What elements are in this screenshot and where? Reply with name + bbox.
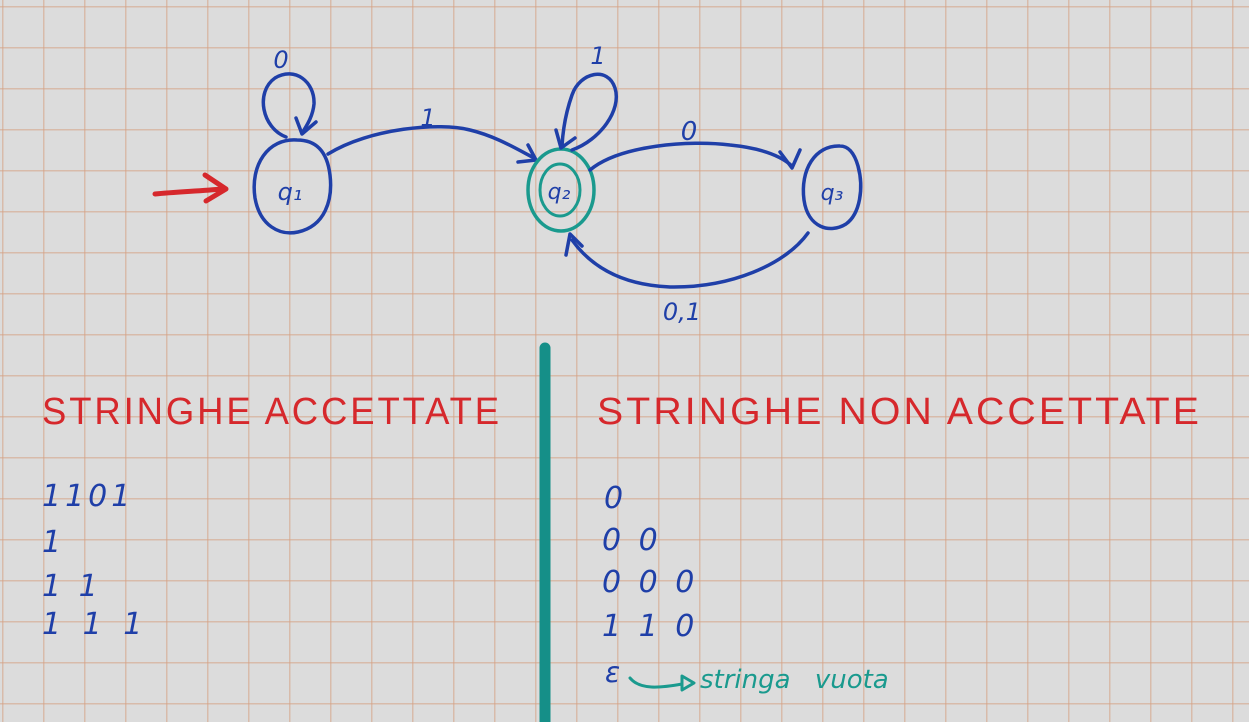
rejected-empty-string: ε bbox=[605, 656, 620, 689]
state-label-q1: q₁ bbox=[278, 178, 303, 206]
transition-q2-q3: 0 bbox=[588, 117, 802, 172]
transition-q1-q2: 1 bbox=[326, 104, 538, 164]
accepted-heading: STRINGHE ACCETTATE bbox=[42, 391, 502, 433]
transition-q3-q2: 0,1 bbox=[564, 231, 810, 326]
transition-label-q1-q1: 0 bbox=[273, 46, 288, 74]
state-label-q2: q₂ bbox=[548, 180, 571, 205]
rejected-heading: STRINGHE NON ACCETTATE bbox=[597, 391, 1202, 433]
state-q1: q₁ bbox=[252, 138, 333, 235]
accepted-string-4: 1 1 1 bbox=[42, 607, 148, 642]
state-q3: q₃ bbox=[801, 144, 863, 231]
note-arrow bbox=[628, 674, 696, 692]
accepted-section: STRINGHE ACCETTATE 1101 1 1 1 1 1 1 bbox=[42, 391, 502, 642]
accepted-string-3: 1 1 bbox=[42, 569, 102, 604]
rejected-string-3: 0 0 0 bbox=[602, 565, 698, 600]
rejected-string-4: 1 1 0 bbox=[602, 609, 698, 644]
transition-label-q2-q3: 0 bbox=[681, 117, 698, 147]
rejected-string-2: 0 0 bbox=[602, 523, 662, 558]
start-arrow bbox=[152, 172, 229, 204]
transition-q2-q2: 1 bbox=[554, 42, 619, 152]
transition-label-q1-q2: 1 bbox=[420, 104, 435, 132]
rejected-string-1: 0 bbox=[604, 481, 627, 516]
state-q2: q₂ bbox=[526, 147, 596, 233]
rejected-note: stringa vuota bbox=[700, 665, 889, 695]
accepted-string-1: 1101 bbox=[42, 479, 134, 514]
state-label-q3: q₃ bbox=[821, 181, 844, 206]
transition-label-q3-q2: 0,1 bbox=[663, 298, 701, 326]
transition-q1-q1: 0 bbox=[261, 46, 318, 139]
rejected-section: STRINGHE NON ACCETTATE 0 0 0 0 0 0 1 1 0… bbox=[597, 391, 1202, 695]
transition-label-q2-q2: 1 bbox=[590, 42, 605, 70]
accepted-string-2: 1 bbox=[42, 525, 65, 560]
